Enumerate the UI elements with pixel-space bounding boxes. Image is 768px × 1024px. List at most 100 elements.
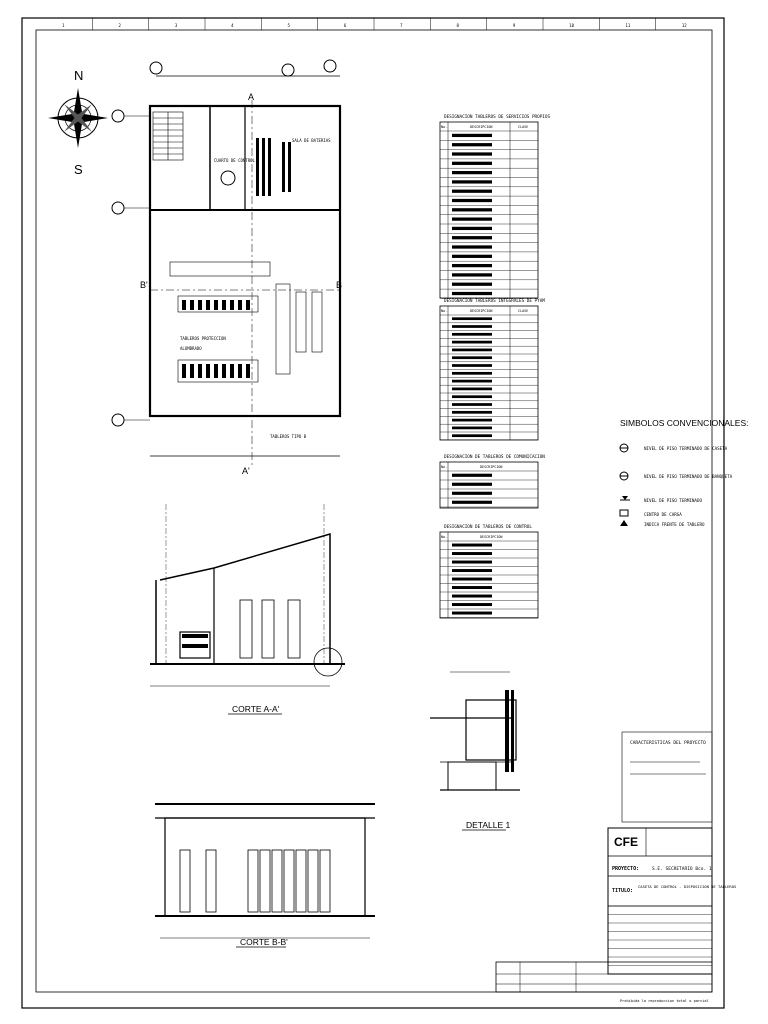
table-row-text-mark	[452, 180, 492, 184]
table-comunicacion-h0: No.	[441, 465, 447, 469]
frame-column-marker: 12	[682, 23, 687, 28]
proyecto-label: PROYECTO:	[612, 866, 639, 872]
simbolos-title: SIMBOLOS CONVENCIONALES:	[620, 418, 748, 428]
table-control-title: DESIGNACION DE TABLEROS DE CONTROL	[444, 524, 532, 530]
table-row-text-mark	[452, 263, 492, 268]
corte-b-title: CORTE B-B'	[240, 937, 288, 947]
room-label-control: CUARTO DE CONTROL	[214, 158, 256, 163]
titulo-label: TITULO:	[612, 888, 633, 894]
table-row-text-mark	[452, 245, 492, 249]
table-row-text-mark	[452, 152, 492, 156]
table-row-text-mark	[452, 426, 492, 430]
table-servicios-h1: DESCRIPCION	[470, 125, 492, 129]
frame-column-marker: 11	[626, 23, 631, 28]
table-pyam-h1: DESCRIPCION	[470, 309, 492, 313]
proyecto-value: S.E. SECRETARIO Bco. 1	[652, 866, 712, 872]
frame-column-marker: 6	[344, 23, 347, 28]
titulo-value: CASETA DE CONTROL - DISPOSICION DE TABLE…	[638, 884, 737, 889]
table-row-text-mark	[452, 364, 492, 367]
frame-column-marker: 8	[457, 23, 460, 28]
table-row-text-mark	[452, 254, 492, 258]
axis-b-right: B	[336, 280, 342, 290]
floor-plan: SALA DE BATERIAS CUARTO DE CONTROL TABLE…	[111, 59, 342, 476]
table-row-text-mark	[452, 500, 492, 504]
compass-rose-icon: N S	[48, 68, 108, 177]
table-row-text-mark	[452, 594, 492, 598]
simbolo-item-4: INDICA FRENTE DE TABLERO	[644, 522, 705, 527]
table-row-text-mark	[452, 473, 492, 477]
caracteristicas-box: CARACTERISTICAS DEL PROYECTO	[621, 731, 713, 823]
axis-a-top: A	[248, 92, 254, 102]
table-pyam-h2: CLAVE	[518, 309, 528, 313]
axis-a-bottom: A'	[242, 466, 250, 476]
table-row-text-mark	[452, 226, 492, 231]
table-row-text-mark	[452, 236, 492, 240]
table-row-text-mark	[452, 482, 492, 486]
corte-b-section: CORTE B-B'	[155, 803, 375, 948]
table-row-text-mark	[452, 208, 492, 212]
table-row-text-mark	[452, 189, 492, 193]
table-row-text-mark	[452, 273, 492, 277]
table-row-text-mark	[452, 217, 492, 221]
cfe-logo-icon: CFE	[614, 835, 638, 849]
table-servicios-propios: DESIGNACION TABLEROS DE SERVICIOS PROPIO…	[439, 114, 550, 299]
simbolo-item-2: NIVEL DE PISO TERMINADO	[644, 498, 702, 503]
table-row-text-mark	[452, 403, 492, 406]
table-row-text-mark	[452, 371, 492, 375]
table-control-h1: DESCRIPCION	[480, 535, 502, 539]
compass-north-label: N	[74, 68, 83, 83]
corte-a-section: CORTE A-A'	[150, 504, 345, 715]
table-row-text-mark	[452, 552, 492, 556]
simbolo-item-3: CENTRO DE CARGA	[644, 512, 682, 517]
table-row-text-mark	[452, 143, 492, 147]
room-label-alumbrado: ALUMBRADO	[180, 346, 202, 351]
table-row-text-mark	[452, 282, 492, 286]
table-servicios-h2: CLAVE	[518, 125, 528, 129]
frame-column-marker: 2	[119, 23, 122, 28]
frame-column-marker: 3	[175, 23, 178, 28]
table-pyam-title: DESIGNACION TABLEROS INTEGRALES DE PYAM	[444, 298, 545, 304]
table-pyam-h0: No.	[441, 309, 447, 313]
simbolos-legend: SIMBOLOS CONVENCIONALES: NIVEL DE PISO T…	[619, 418, 748, 527]
caracteristicas-title: CARACTERISTICAS DEL PROYECTO	[630, 740, 706, 746]
table-row-text-mark	[452, 356, 492, 360]
frame-column-marker: 10	[569, 23, 574, 28]
corte-a-title: CORTE A-A'	[232, 704, 280, 714]
table-row-text-mark	[452, 569, 492, 573]
table-row-text-mark	[452, 170, 492, 175]
room-label-tableros: TABLEROS PROTECCION	[180, 336, 226, 341]
axis-b-left: B'	[140, 280, 148, 290]
table-row-text-mark	[452, 434, 492, 438]
frame-column-marker: 1	[62, 23, 65, 28]
table-row-text-mark	[452, 325, 492, 328]
table-servicios-h0: No.	[441, 125, 447, 129]
detalle-title: DETALLE 1	[466, 820, 511, 830]
table-pyam: DESIGNACION TABLEROS INTEGRALES DE PYAM …	[439, 298, 545, 441]
table-servicios-title: DESIGNACION TABLEROS DE SERVICIOS PROPIO…	[444, 114, 550, 120]
table-row-text-mark	[452, 291, 492, 296]
table-row-text-mark	[452, 340, 492, 344]
table-control-h0: No.	[441, 535, 447, 539]
table-row-text-mark	[452, 387, 492, 391]
table-row-text-mark	[452, 133, 492, 138]
table-row-text-mark	[452, 198, 492, 203]
table-comunicacion-title: DESIGNACION DE TABLEROS DE COMUNICACION	[444, 454, 545, 460]
table-row-text-mark	[452, 418, 492, 422]
table-row-text-mark	[452, 586, 492, 590]
table-row-text-mark	[452, 491, 492, 495]
table-comunicacion: DESIGNACION DE TABLEROS DE COMUNICACION …	[439, 454, 545, 509]
plan-note: TABLEROS TIPO B	[270, 434, 307, 439]
table-row-text-mark	[452, 611, 492, 615]
table-comunicacion-h1: DESCRIPCION	[480, 465, 502, 469]
table-row-text-mark	[452, 560, 492, 564]
title-block-footer: Prohibida la reproduccion total o parcia…	[620, 999, 709, 1003]
cfe-logo-text: CFE	[614, 835, 638, 849]
frame-column-marker: 5	[288, 23, 291, 28]
table-row-text-mark	[452, 603, 492, 607]
frame-column-marker: 4	[231, 23, 234, 28]
table-row-text-mark	[452, 379, 492, 383]
title-block: CFE PROYECTO: S.E. SECRETARIO Bco. 1 TIT…	[495, 827, 737, 1003]
table-row-text-mark	[452, 348, 492, 352]
table-row-text-mark	[452, 410, 492, 414]
